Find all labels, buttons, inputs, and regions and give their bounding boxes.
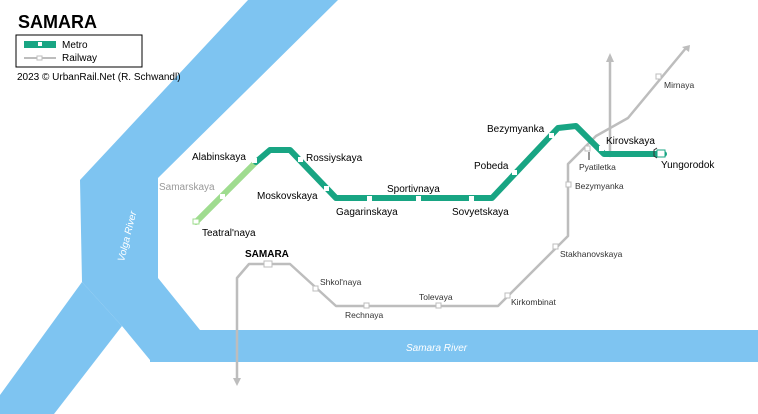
yungorodok-connector [653,147,658,159]
rail-marker-kirkombinat[interactable] [504,292,511,299]
metro-planned-extension [193,159,259,225]
legend-metro-label: Metro [62,40,88,51]
volga-river-lower [0,282,122,414]
station-marker-alabinskaya[interactable] [252,158,257,163]
legend-metro-swatch [24,41,56,48]
legend: Metro Railway [15,34,143,68]
label-rail-mirnaya: Mirnaya [664,80,695,90]
label-rail-samara: SAMARA [245,249,289,260]
metro-station-markers [192,133,666,225]
station-marker-teatralnaya[interactable] [192,218,200,225]
rail-marker-rechnaya[interactable] [363,302,370,309]
label-rail-tolevaya: Tolevaya [419,292,453,302]
label-bezymyanka: Bezymyanka [487,124,545,135]
label-rossiyskaya: Rossiyskaya [306,153,363,164]
label-rail-rechnaya: Rechnaya [345,310,384,320]
samara-river-label: Samara River [406,343,468,354]
rail-marker-pyatiletka[interactable] [584,145,591,152]
label-rail-shkolnaya: Shkol'naya [320,277,362,287]
rail-marker-samara[interactable] [263,260,273,268]
label-alabinskaya: Alabinskaya [192,152,246,163]
rail-marker-shkolnaya[interactable] [312,285,319,292]
station-marker-rossiyskaya[interactable] [298,157,303,162]
label-rail-bezymyanka: Bezymyanka [575,181,624,191]
railway-lines [233,45,690,386]
legend-railway-label: Railway [62,53,97,64]
rail-marker-bezymyanka[interactable] [565,181,572,188]
map-title: SAMARA [18,12,97,32]
legend-railway-swatch [24,55,56,61]
label-yungorodok: Yungorodok [661,160,715,171]
railway-arrow-south [233,378,241,386]
label-gagarinskaya: Gagarinskaya [336,207,398,218]
label-teatralnaya: Teatral'naya [202,228,256,239]
station-marker-sovyetskaya[interactable] [469,196,474,201]
station-marker-yungorodok[interactable] [656,149,666,158]
samara-river [150,330,758,362]
rail-marker-mirnaya[interactable] [655,73,662,80]
railway-arrow-northeast [682,45,690,52]
rail-marker-tolevaya[interactable] [435,302,442,309]
legend-box [15,34,143,68]
railway-main-line [235,46,688,382]
rail-station-markers [263,73,662,309]
railway-arrow-north [606,53,614,62]
metro-line-1 [253,123,667,201]
station-marker-samarskaya[interactable] [220,194,225,199]
station-marker-kirovskaya[interactable] [599,146,604,151]
label-samarskaya: Samarskaya [159,182,215,193]
label-rail-kirkombinat: Kirkombinat [511,297,557,307]
volga-river [80,0,338,360]
station-marker-sportivnaya[interactable] [416,196,421,201]
label-moskovskaya: Moskovskaya [257,191,318,202]
label-kirovskaya: Kirovskaya [606,136,655,147]
label-sovyetskaya: Sovyetskaya [452,207,509,218]
rail-station-labels: SAMARA Shkol'naya Rechnaya Tolevaya Kirk… [245,80,695,320]
label-sportivnaya: Sportivnaya [387,184,440,195]
label-pobeda: Pobeda [474,161,509,172]
label-rail-stakhanovskaya: Stakhanovskaya [560,249,623,259]
metro-station-labels: Alabinskaya Rossiyskaya Moskovskaya Gaga… [159,124,715,239]
station-marker-pobeda[interactable] [512,170,517,175]
station-marker-moskovskaya[interactable] [324,186,329,191]
rail-marker-stakhanovskaya[interactable] [552,243,559,250]
station-marker-bezymyanka[interactable] [549,133,554,138]
station-marker-gagarinskaya[interactable] [367,196,372,201]
metro-lines [193,123,667,225]
label-rail-pyatiletka: Pyatiletka [579,162,616,172]
map-credit: 2023 © UrbanRail.Net (R. Schwandl) [17,72,181,83]
